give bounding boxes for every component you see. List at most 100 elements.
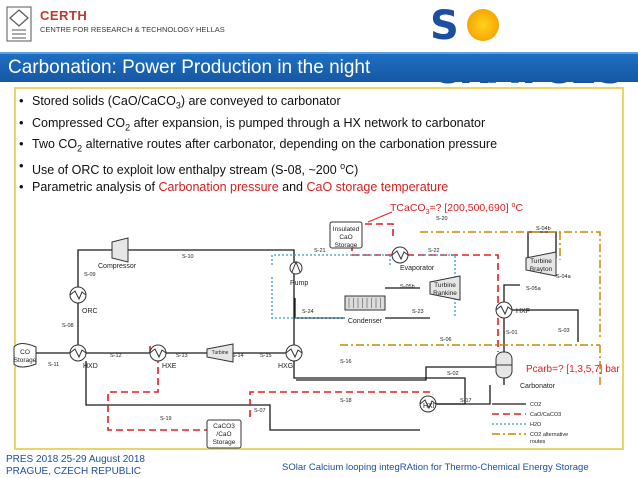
legend-label: CaO/CaCO3 [530, 412, 561, 418]
stream-label: S-17 [460, 398, 472, 404]
insulated-storage-label2: CaO [339, 234, 352, 241]
pressure-annotation: Pcarb=? [1,3,5,7] bar [526, 364, 620, 375]
hxi-label: HXI [423, 403, 435, 410]
temperature-annotation-part: C [515, 202, 523, 214]
hxg-label: HXG [278, 363, 293, 370]
stream-label: S-20 [436, 216, 448, 222]
stream-label: S-18 [340, 398, 352, 404]
bullet-list: Stored solids (CaO/CaCO3) are conveyed t… [14, 92, 497, 200]
temperature-annotation: TCaCO3=? [200,500,690] oC [390, 202, 523, 216]
turbine-brayton-icon [525, 251, 557, 277]
stream-label: S-23 [412, 309, 424, 315]
orc-label: ORC [82, 308, 98, 315]
caco3-storage-label: CaCO3 [213, 423, 235, 430]
stream-label: S-04b [536, 226, 551, 232]
stream-label: S-05b [400, 284, 415, 290]
stream-label: S-14 [232, 353, 244, 359]
hxf-label: HXF [516, 308, 530, 315]
footer-event-location: PRAGUE, CZECH REPUBLIC [6, 466, 142, 477]
stream-s24 [294, 298, 345, 319]
stream-s03 [512, 309, 579, 342]
bullet-item: Stored solids (CaO/CaCO3) are conveyed t… [14, 92, 497, 114]
stream-label: S-11 [48, 362, 59, 368]
stream-s04b [527, 231, 557, 262]
stream-label: S-12 [110, 353, 122, 359]
co2-storage-tank [13, 343, 37, 368]
bullet-item: Two CO2 alternative routes after carbona… [14, 135, 497, 157]
hxf-hx-symbol [495, 305, 513, 316]
hxd-hx [69, 344, 87, 362]
caco3-storage-tank [206, 419, 242, 449]
stream-label: S-24 [302, 309, 314, 315]
hxe-label: HXE [162, 363, 177, 370]
pump-label: Pump [290, 280, 308, 287]
stream-label: S-02 [447, 371, 459, 377]
stream-s19 [107, 345, 207, 431]
turbine-brayton-label: Turbine [530, 258, 552, 265]
bullet-item: Use of ORC to exploit low enthalpy strea… [14, 157, 497, 179]
stream-s05a [503, 284, 520, 302]
co2-storage-label2: Storage [14, 357, 37, 364]
temperature-annotation-part: =? [200,500,690] [430, 202, 512, 214]
stream-s02 [296, 366, 505, 385]
sun-icon [467, 9, 499, 41]
carbonator-label: Carbonator [520, 383, 556, 390]
hxd-hx-symbol [69, 348, 87, 359]
footer-event-date: PRES 2018 25-29 August 2018 [6, 454, 145, 465]
orc-hx-symbol [69, 290, 87, 301]
stream-s20 [351, 223, 394, 244]
evaporator-label: Evaporator [400, 265, 435, 272]
logo-s: S [430, 3, 459, 49]
orc-hx [69, 286, 87, 304]
stream-label: S-06 [440, 337, 452, 343]
pump-symbol [291, 260, 301, 273]
condenser-icon [344, 295, 386, 311]
stream-label: S-04a [556, 274, 572, 280]
org-name: CERTH [40, 8, 88, 23]
legend-label: CO2 [530, 402, 541, 408]
hxg-hx [285, 344, 303, 362]
footer-project-name: SOlar Calcium looping integRAtion for Th… [282, 462, 589, 473]
compressor-icon [111, 237, 129, 263]
stream-label: S-16 [340, 359, 352, 365]
turbine-label: Turbine [212, 350, 229, 356]
stream-s10 [128, 249, 295, 345]
certh-logo [6, 6, 32, 42]
evaporator-hx-symbol [391, 250, 409, 261]
caco3-storage-label3: Storage [213, 439, 236, 446]
stream-label: S-15 [260, 353, 272, 359]
footer-event: PRES 2018 25-29 August 2018 PRAGUE, CZEC… [6, 454, 145, 478]
stream-label: S-19 [160, 416, 172, 422]
temperature-annotation-part: o [512, 202, 516, 209]
condenser-label: Condenser [348, 318, 383, 325]
evaporator-hx [391, 246, 409, 264]
temperature-annotation-part: TCaCO [390, 202, 426, 214]
turbine-brayton-label2: Brayton [530, 266, 553, 273]
slide-title: Carbonation: Power Production in the nig… [8, 57, 371, 78]
turbine-icon [206, 343, 234, 363]
stream-label: S-07 [254, 408, 266, 414]
bullet-item: Parametric analysis of Carbonation press… [14, 178, 497, 200]
legend-label: H2O [530, 422, 542, 428]
insulated-storage-label: Insulated [333, 226, 360, 233]
temperature-annotation-pointer [367, 211, 393, 223]
caco3-storage-label2: /CaO [216, 431, 231, 438]
turbine-rankine-icon [429, 275, 461, 301]
stream-label: S-22 [428, 248, 440, 254]
stream-label: S-10 [182, 254, 194, 260]
hxe-hx-symbol [149, 348, 167, 359]
hxg-hx-symbol [285, 348, 303, 359]
turbine-rankine-label2: Rankine [433, 290, 457, 297]
stream-label: S-13 [176, 353, 188, 359]
hxi-hx-symbol [419, 399, 437, 410]
legend-label: CO2 alternative [530, 432, 568, 438]
stream-s18 [249, 391, 430, 420]
stream-label: S-09 [84, 272, 96, 278]
stream-s09 [77, 249, 112, 287]
content-frame [14, 87, 624, 450]
stream-s07 [85, 361, 420, 431]
compressor-label: Compressor [98, 263, 137, 270]
stream-water-left [271, 275, 345, 319]
stream-s17 [420, 385, 491, 405]
